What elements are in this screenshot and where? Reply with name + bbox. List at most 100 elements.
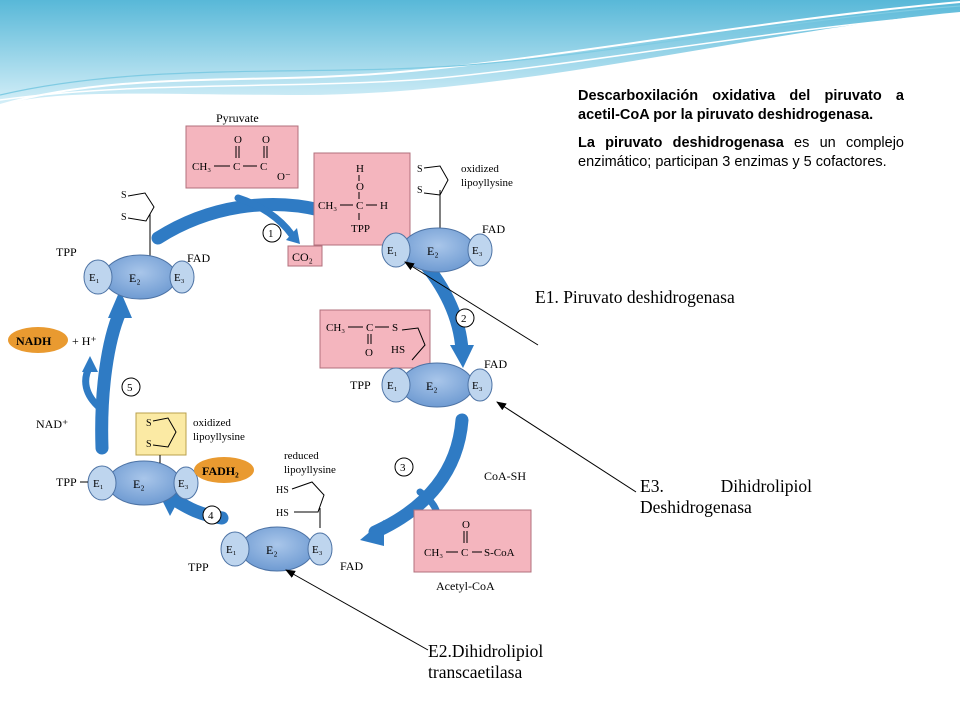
callout-arrows <box>285 261 637 651</box>
svg-text:E₂: E₂ <box>133 477 145 491</box>
co2-box <box>287 245 323 267</box>
enzyme-complex-top-right: E₁ E₂ E₃ FAD <box>381 222 505 273</box>
svg-text:oxidized: oxidized <box>193 417 231 429</box>
svg-text:O⁻: O⁻ <box>277 171 291 183</box>
svg-text:lipoyllysine: lipoyllysine <box>284 464 336 476</box>
svg-text:O: O <box>462 519 470 531</box>
lipoyl-ring-top-left: S S <box>121 190 155 256</box>
svg-text:E₁: E₁ <box>387 380 398 392</box>
acetyl-lipoyl-box: CH₃ C S O HS <box>319 309 431 369</box>
svg-text:E₃: E₃ <box>312 544 323 556</box>
svg-text:CH₃: CH₃ <box>192 161 211 173</box>
pyruvate-box: Pyruvate O O CH₃ C C O⁻ <box>185 111 299 189</box>
callout-e3: E3. Dihidrolipiol Deshidrogenasa <box>640 476 812 518</box>
callout-e2-line2: transcaetilasa <box>428 662 523 682</box>
svg-text:TPP: TPP <box>56 475 77 489</box>
svg-text:S: S <box>392 322 398 334</box>
svg-text:S: S <box>121 190 127 201</box>
svg-text:O: O <box>356 181 364 193</box>
svg-text:FAD: FAD <box>482 222 505 236</box>
svg-text:lipoyllysine: lipoyllysine <box>461 177 513 189</box>
svg-text:H: H <box>380 200 388 212</box>
callout-e2-line1: E2.Dihidrolipiol <box>428 641 544 661</box>
svg-text:Pyruvate: Pyruvate <box>216 111 259 125</box>
svg-text:CH₃: CH₃ <box>326 322 345 334</box>
enzyme-complex-bottom: E₁ E₂ E₃ TPP FAD <box>188 526 363 574</box>
svg-text:O: O <box>234 134 242 146</box>
svg-text:1: 1 <box>268 228 274 240</box>
svg-text:FADH₂: FADH₂ <box>202 464 239 478</box>
svg-text:FAD: FAD <box>484 357 507 371</box>
svg-text:H: H <box>356 163 364 175</box>
svg-text:HS: HS <box>276 485 289 496</box>
callout-e3-name-2: Deshidrogenasa <box>640 497 752 517</box>
svg-text:CH₃: CH₃ <box>424 547 443 559</box>
svg-text:TPP: TPP <box>188 560 209 574</box>
svg-text:E₁: E₁ <box>89 272 100 284</box>
callout-e2: E2.Dihidrolipiol transcaetilasa <box>428 641 543 683</box>
svg-text:S: S <box>146 439 152 450</box>
enzyme-complex-right: E₁ E₂ E₃ TPP FAD <box>350 357 507 408</box>
step-markers: 1 2 3 4 5 <box>121 223 475 525</box>
svg-text:O: O <box>262 134 270 146</box>
svg-text:HS: HS <box>276 508 289 519</box>
svg-text:S: S <box>121 212 127 223</box>
svg-text:TPP: TPP <box>351 223 370 235</box>
svg-text:E₃: E₃ <box>472 380 483 392</box>
svg-text:C: C <box>366 322 373 334</box>
svg-text:E₂: E₂ <box>427 244 439 258</box>
lipoyl-ring-top-right: S S oxidized lipoyllysine <box>417 163 513 233</box>
callout-e3-name: Dihidrolipiol <box>720 476 812 496</box>
description-body-rest: es un complejo enzimático; participan 3 … <box>578 135 904 170</box>
svg-text:TPP: TPP <box>350 378 371 392</box>
svg-text:oxidized: oxidized <box>461 163 499 175</box>
svg-text:CH₃: CH₃ <box>318 200 337 212</box>
coash-label: CoA-SH <box>484 469 526 483</box>
svg-text:FAD: FAD <box>187 251 210 265</box>
svg-text:FAD: FAD <box>340 559 363 573</box>
svg-text:HS: HS <box>391 344 405 356</box>
svg-text:E₃: E₃ <box>178 478 189 490</box>
svg-text:E₃: E₃ <box>174 272 185 284</box>
svg-text:O: O <box>365 347 373 359</box>
callout-e3-number: E3. <box>640 476 664 496</box>
svg-text:4: 4 <box>208 510 214 522</box>
enzyme-complex-left: E₁ E₂ E₃ TPP <box>56 455 199 506</box>
svg-text:C: C <box>356 200 363 212</box>
svg-text:2: 2 <box>461 313 467 325</box>
svg-text:E₁: E₁ <box>226 544 237 556</box>
svg-text:reduced: reduced <box>284 450 319 462</box>
svg-text:C: C <box>260 161 267 173</box>
description-title: Descarboxilación oxidativa del piruvato … <box>578 88 904 123</box>
enzyme-complex-top-left: E₁ E₂ E₃ TPP FAD <box>56 245 210 300</box>
hydroxyethyl-tpp-box: H O CH₃ C H TPP <box>313 152 411 246</box>
svg-text:E₂: E₂ <box>266 543 278 557</box>
description-body: La piruvato deshidrogenasa es un complej… <box>578 134 904 172</box>
decorative-banner <box>0 0 960 106</box>
nadh-bubble: NADH + H⁺ <box>8 327 97 353</box>
co2-label: CO₂ <box>292 250 313 264</box>
svg-text:E₂: E₂ <box>129 271 141 285</box>
callout-e1: E1. Piruvato deshidrogenasa <box>535 287 735 307</box>
svg-text:3: 3 <box>400 462 406 474</box>
svg-text:E₂: E₂ <box>426 379 438 393</box>
svg-text:S-CoA: S-CoA <box>484 547 515 559</box>
nad-plus-label: NAD⁺ <box>36 417 68 431</box>
svg-text:E₁: E₁ <box>387 245 398 257</box>
description-block: Descarboxilación oxidativa del piruvato … <box>578 87 904 181</box>
reduced-lipoyl-bottom: reduced lipoyllysine HS HS <box>276 450 336 528</box>
svg-text:S: S <box>146 418 152 429</box>
svg-text:NADH: NADH <box>16 334 52 348</box>
acetyl-coa-box: O CH₃ C S-CoA Acetyl-CoA <box>413 509 532 593</box>
svg-text:lipoyllysine: lipoyllysine <box>193 431 245 443</box>
fadh2-bubble: FADH₂ <box>194 457 254 483</box>
svg-text:E₁: E₁ <box>93 478 104 490</box>
svg-text:TPP: TPP <box>56 245 77 259</box>
svg-text:E₃: E₃ <box>472 245 483 257</box>
svg-text:C: C <box>233 161 240 173</box>
svg-text:S: S <box>417 164 423 175</box>
svg-text:Acetyl-CoA: Acetyl-CoA <box>436 579 495 593</box>
svg-text:5: 5 <box>127 382 133 394</box>
svg-text:+ H⁺: + H⁺ <box>72 334 97 348</box>
